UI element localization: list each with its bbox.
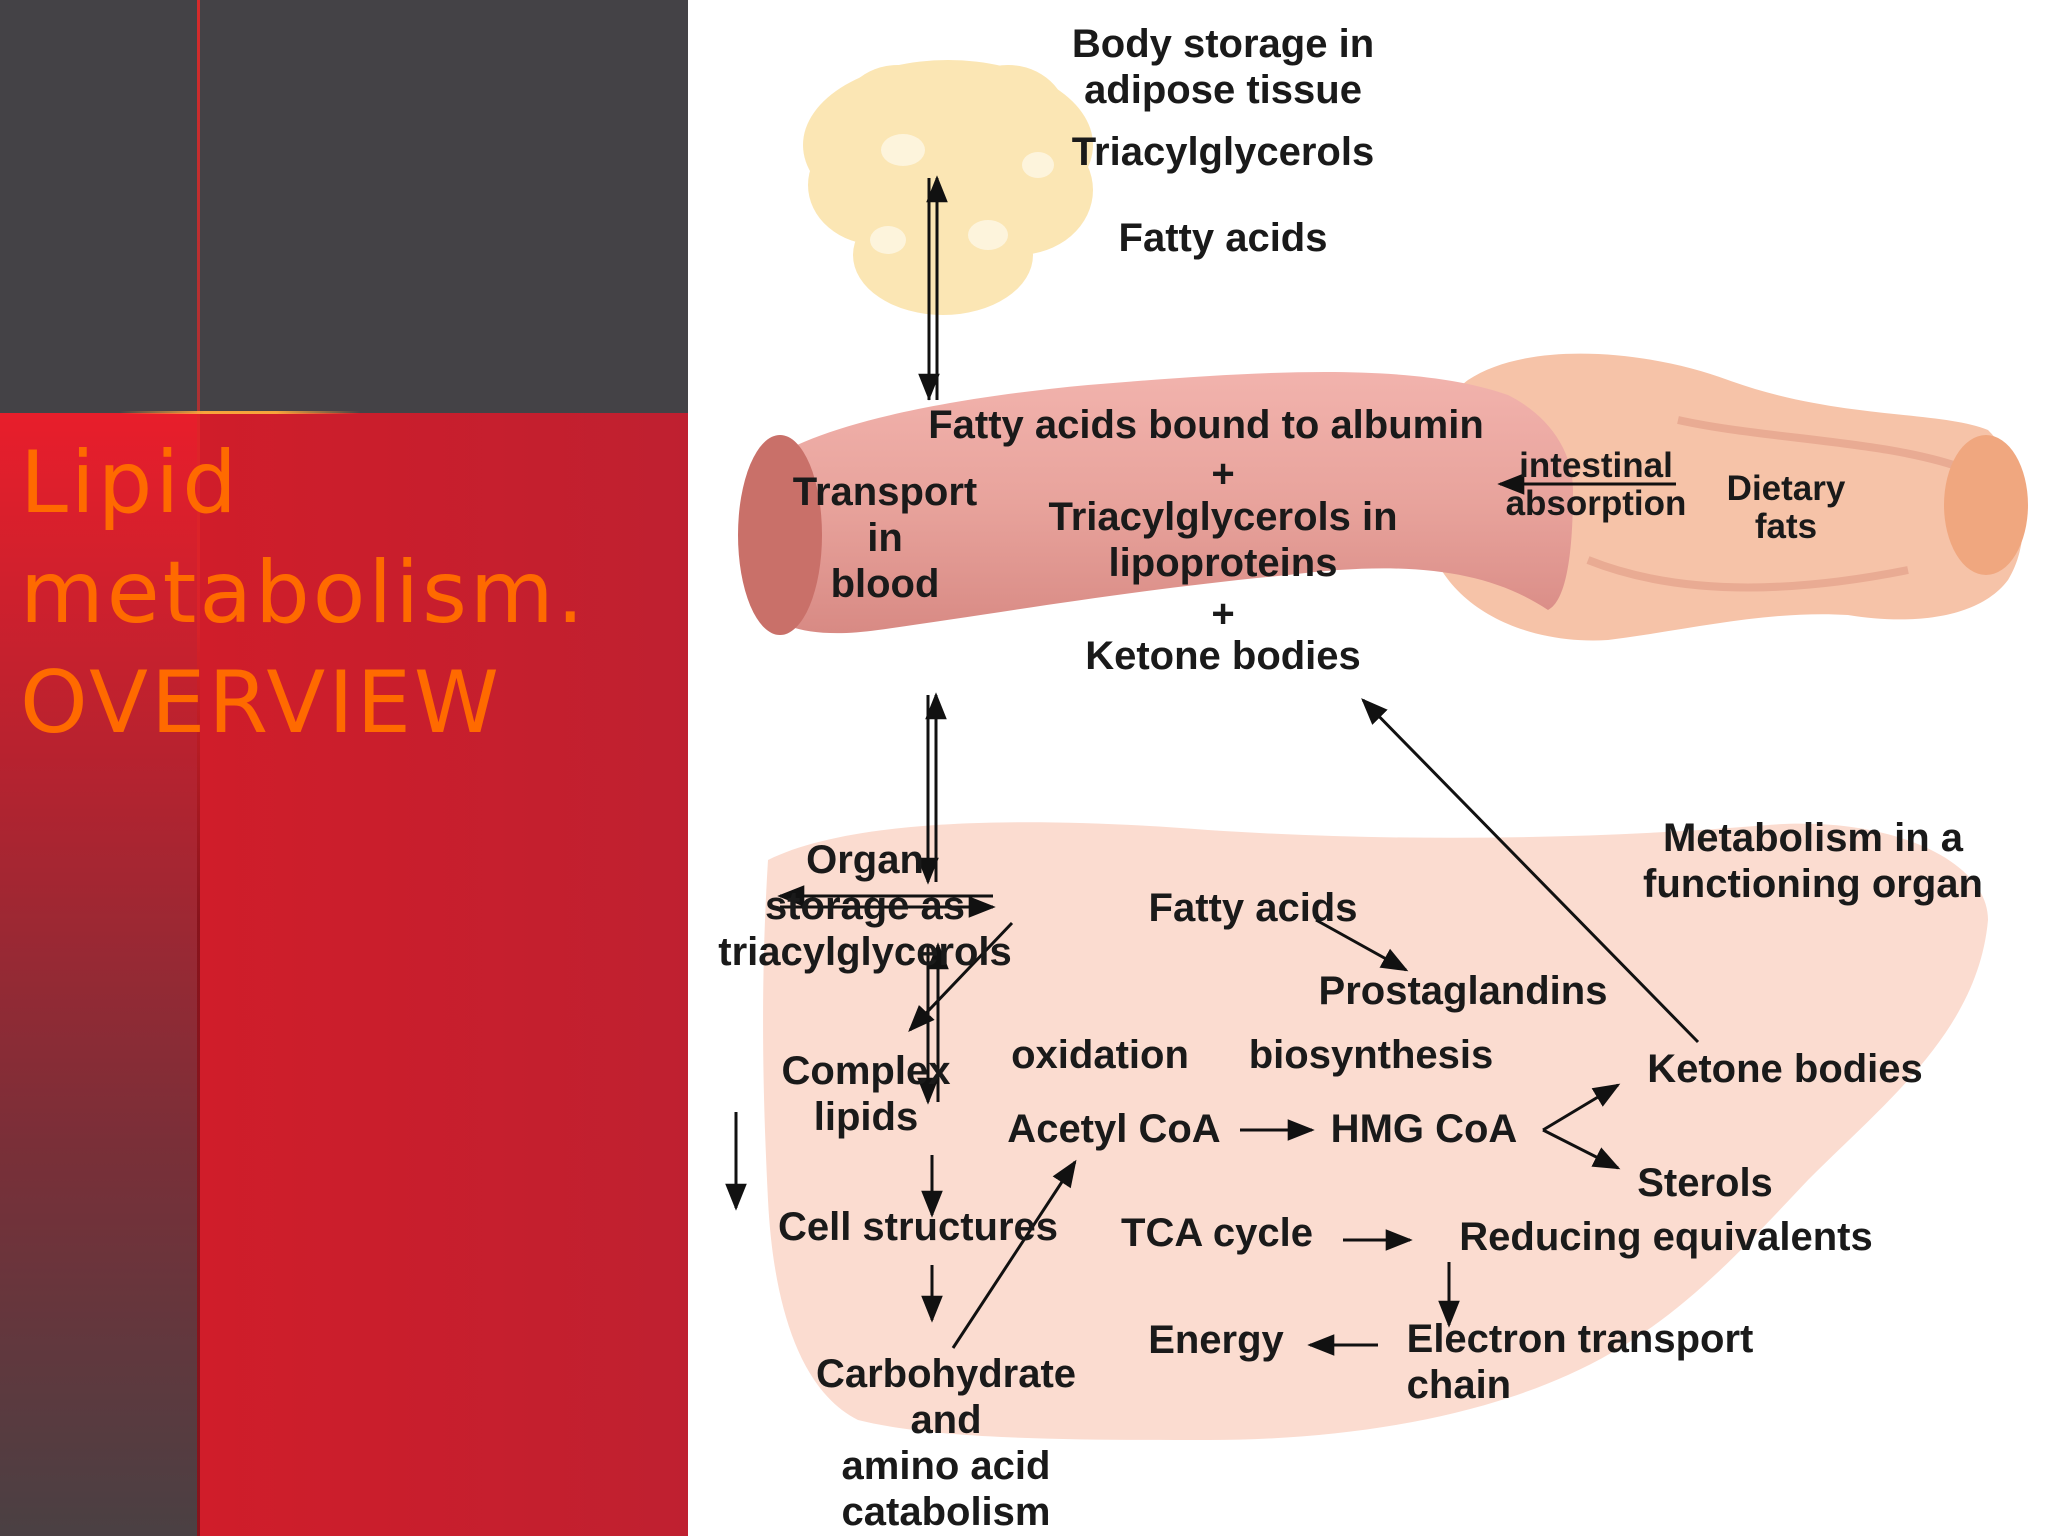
complex-lipids-label: Complex lipids bbox=[782, 1048, 951, 1140]
label-line: absorption bbox=[1505, 484, 1687, 523]
hmg-coa-label: HMG CoA bbox=[1330, 1107, 1518, 1151]
label-line: functioning organ bbox=[1643, 862, 1983, 906]
label-line: Organ bbox=[806, 838, 924, 882]
metabolism-organ-title: Metabolism in a functioning organ bbox=[1643, 815, 1983, 907]
organ-storage-label: Organ storage as triacylglycerols bbox=[718, 837, 1012, 975]
biosynthesis-label: biosynthesis bbox=[1248, 1033, 1494, 1077]
adipose-fatty-acids-label: Fatty acids bbox=[1118, 216, 1328, 260]
vertical-accent-line bbox=[197, 0, 200, 1536]
blood-vessel bbox=[758, 371, 1573, 634]
adipose-tissue bbox=[803, 60, 1093, 315]
acetyl-coa-label: Acetyl CoA bbox=[1007, 1107, 1221, 1151]
label-line: Carbohydrate bbox=[815, 1352, 1077, 1396]
label-line: and bbox=[910, 1398, 982, 1442]
tca-cycle-label: TCA cycle bbox=[1121, 1211, 1313, 1255]
label-line: chain bbox=[1406, 1363, 1512, 1407]
label-line: in bbox=[867, 516, 903, 560]
label-line: lipids bbox=[813, 1095, 919, 1139]
lipid-metabolism-diagram: Body storage in adipose tissue Triacylgl… bbox=[688, 0, 2048, 1536]
blood-vessel-opening bbox=[738, 435, 822, 635]
organ-shape bbox=[763, 822, 1988, 1440]
slide-left-panel: Lipid metabolism. OVERVIEW bbox=[0, 0, 688, 1536]
label-line: fats bbox=[1754, 507, 1818, 546]
left-gradient-strip bbox=[0, 413, 197, 1536]
prostaglandins-label: Prostaglandins bbox=[1318, 969, 1608, 1013]
intestine bbox=[1422, 353, 2028, 641]
label-line: lipoproteins bbox=[1108, 541, 1338, 585]
adipose-highlights bbox=[870, 134, 1054, 254]
transport-in-blood-label: Transport in blood bbox=[793, 469, 977, 607]
label-line: storage as bbox=[764, 884, 966, 928]
title-line: Lipid bbox=[20, 433, 240, 533]
cell-structures-label: Cell structures bbox=[777, 1205, 1059, 1249]
blood-ketone-bodies-label: Ketone bodies bbox=[1085, 634, 1361, 678]
body-storage-label: Body storage in bbox=[1071, 22, 1375, 66]
intestinal-absorption-label: intestinal absorption bbox=[1506, 447, 1687, 523]
dark-header-block bbox=[0, 0, 688, 413]
plus-sign: + bbox=[1211, 452, 1235, 496]
label-line: blood bbox=[830, 562, 940, 606]
slide-title: Lipid metabolism. OVERVIEW bbox=[20, 428, 587, 758]
diagram-artwork bbox=[725, 60, 2028, 1440]
label-line: Electron transport bbox=[1406, 1317, 1754, 1361]
label-line: Complex bbox=[781, 1049, 951, 1093]
body-storage-label-line2: adipose tissue bbox=[1084, 68, 1362, 112]
red-title-block bbox=[197, 413, 688, 1536]
fatty-acids-albumin-label: Fatty acids bound to albumin bbox=[928, 403, 1484, 447]
title-line: metabolism. bbox=[20, 543, 588, 643]
label-line: Triacylglycerols in bbox=[1048, 495, 1398, 539]
energy-label: Energy bbox=[1148, 1318, 1284, 1362]
reducing-equivalents-label: Reducing equivalents bbox=[1459, 1215, 1873, 1259]
triacylglycerols-lipoproteins-label: Triacylglycerols in lipoproteins bbox=[1048, 494, 1397, 586]
electron-transport-label: Electron transport chain bbox=[1407, 1316, 1754, 1408]
oxidation-label: oxidation bbox=[1011, 1033, 1189, 1077]
label-line: Dietary bbox=[1726, 469, 1846, 508]
label-line: triacylglycerols bbox=[718, 930, 1012, 974]
organ-fatty-acids-label: Fatty acids bbox=[1148, 886, 1358, 930]
label-line: intestinal bbox=[1519, 446, 1673, 485]
title-line: OVERVIEW bbox=[20, 653, 502, 753]
horizontal-accent-line bbox=[120, 411, 360, 414]
label-line: amino acid bbox=[841, 1444, 1051, 1488]
sterols-label: Sterols bbox=[1637, 1161, 1773, 1205]
label-line: Transport bbox=[792, 470, 978, 514]
adipose-triacylglycerols-label: Triacylglycerols bbox=[1071, 130, 1375, 174]
label-line: catabolism bbox=[841, 1490, 1051, 1534]
plus-sign: + bbox=[1211, 592, 1235, 636]
carbohydrate-catabolism-label: Carbohydrate and amino acid catabolism bbox=[816, 1351, 1076, 1535]
dietary-fats-label: Dietary fats bbox=[1727, 470, 1846, 546]
label-line: Metabolism in a bbox=[1662, 816, 1964, 860]
organ-ketone-bodies-label: Ketone bodies bbox=[1647, 1047, 1923, 1091]
